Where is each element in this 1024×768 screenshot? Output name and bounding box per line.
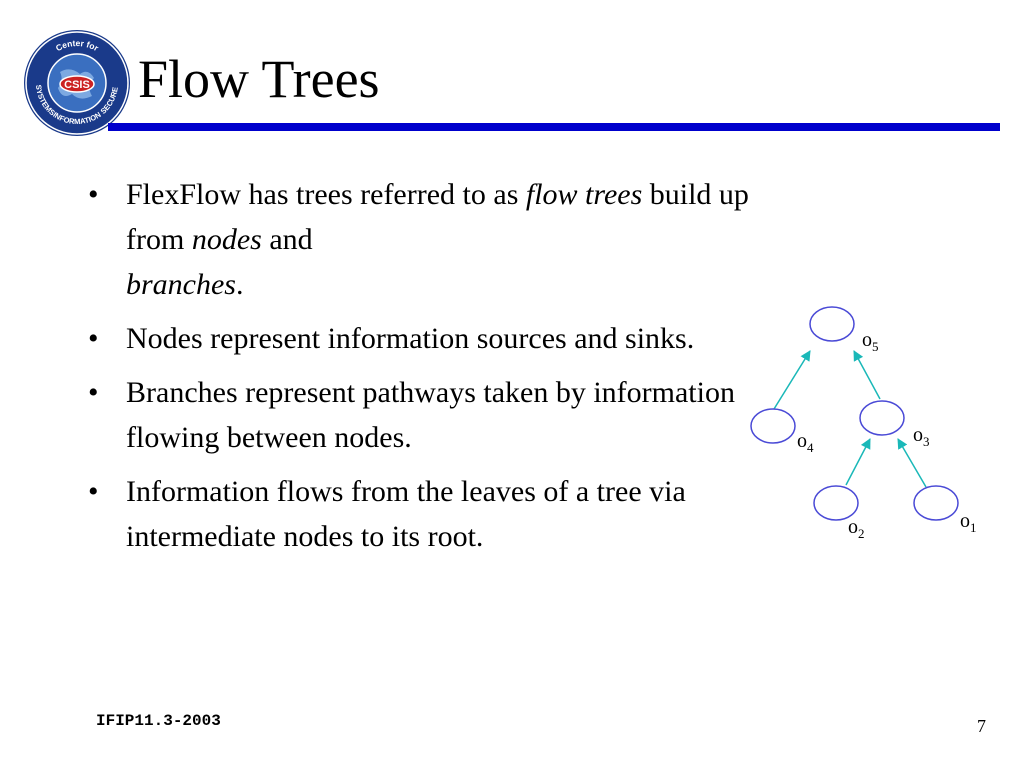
bullet-text: and xyxy=(261,223,313,256)
page-number: 7 xyxy=(977,716,986,736)
bullet-text: . xyxy=(235,268,244,301)
bullet-item: FlexFlow has trees referred to as flow t… xyxy=(88,172,758,307)
bullet-item: Nodes represent information sources and … xyxy=(88,316,758,361)
node-label-o5: o5 xyxy=(862,329,879,354)
bullet-text: build up from xyxy=(126,178,749,256)
node-o5 xyxy=(809,306,855,342)
node-label-o2: o2 xyxy=(848,516,865,541)
slide-title: Flow Trees xyxy=(138,49,380,109)
node-label-o3: o3 xyxy=(913,424,930,449)
bullet-text-italic: flow trees xyxy=(525,178,643,211)
node-o2 xyxy=(813,485,859,521)
footer-conference-label: IFIP11.3-2003 xyxy=(96,712,221,730)
csis-logo: CSIS Center for SECURE INFORMATION SYSTE… xyxy=(24,30,130,136)
node-o1 xyxy=(913,485,959,521)
edge-o1-o3 xyxy=(897,438,927,488)
bullet-text: Nodes represent information sources and … xyxy=(126,322,695,355)
edge-o4-o5 xyxy=(773,350,811,410)
logo-ring-top-text: Center for xyxy=(54,38,101,54)
flow-tree-diagram: o5 o4 o3 o2 o1 xyxy=(750,306,977,541)
logo-center-text: CSIS xyxy=(64,79,90,91)
bullet-text-italic: branches xyxy=(126,268,236,301)
node-label-o4: o4 xyxy=(797,430,814,455)
node-label-o1: o1 xyxy=(960,510,977,535)
edge-o2-o3 xyxy=(845,438,871,486)
bullet-text-italic: nodes xyxy=(191,223,262,256)
edge-o3-o5 xyxy=(853,350,881,400)
bullet-text: Branches represent pathways taken by inf… xyxy=(126,376,735,454)
node-o4 xyxy=(750,408,796,444)
node-o3 xyxy=(859,400,905,436)
bullet-text: FlexFlow has trees referred to as xyxy=(126,178,526,211)
svg-text:Center for: Center for xyxy=(54,38,101,54)
bullet-list: FlexFlow has trees referred to as flow t… xyxy=(88,172,758,568)
title-underline xyxy=(108,123,1000,131)
bullet-item: Branches represent pathways taken by inf… xyxy=(88,370,758,460)
bullet-item: Information flows from the leaves of a t… xyxy=(88,469,758,559)
bullet-text: Information flows from the leaves of a t… xyxy=(126,475,686,553)
